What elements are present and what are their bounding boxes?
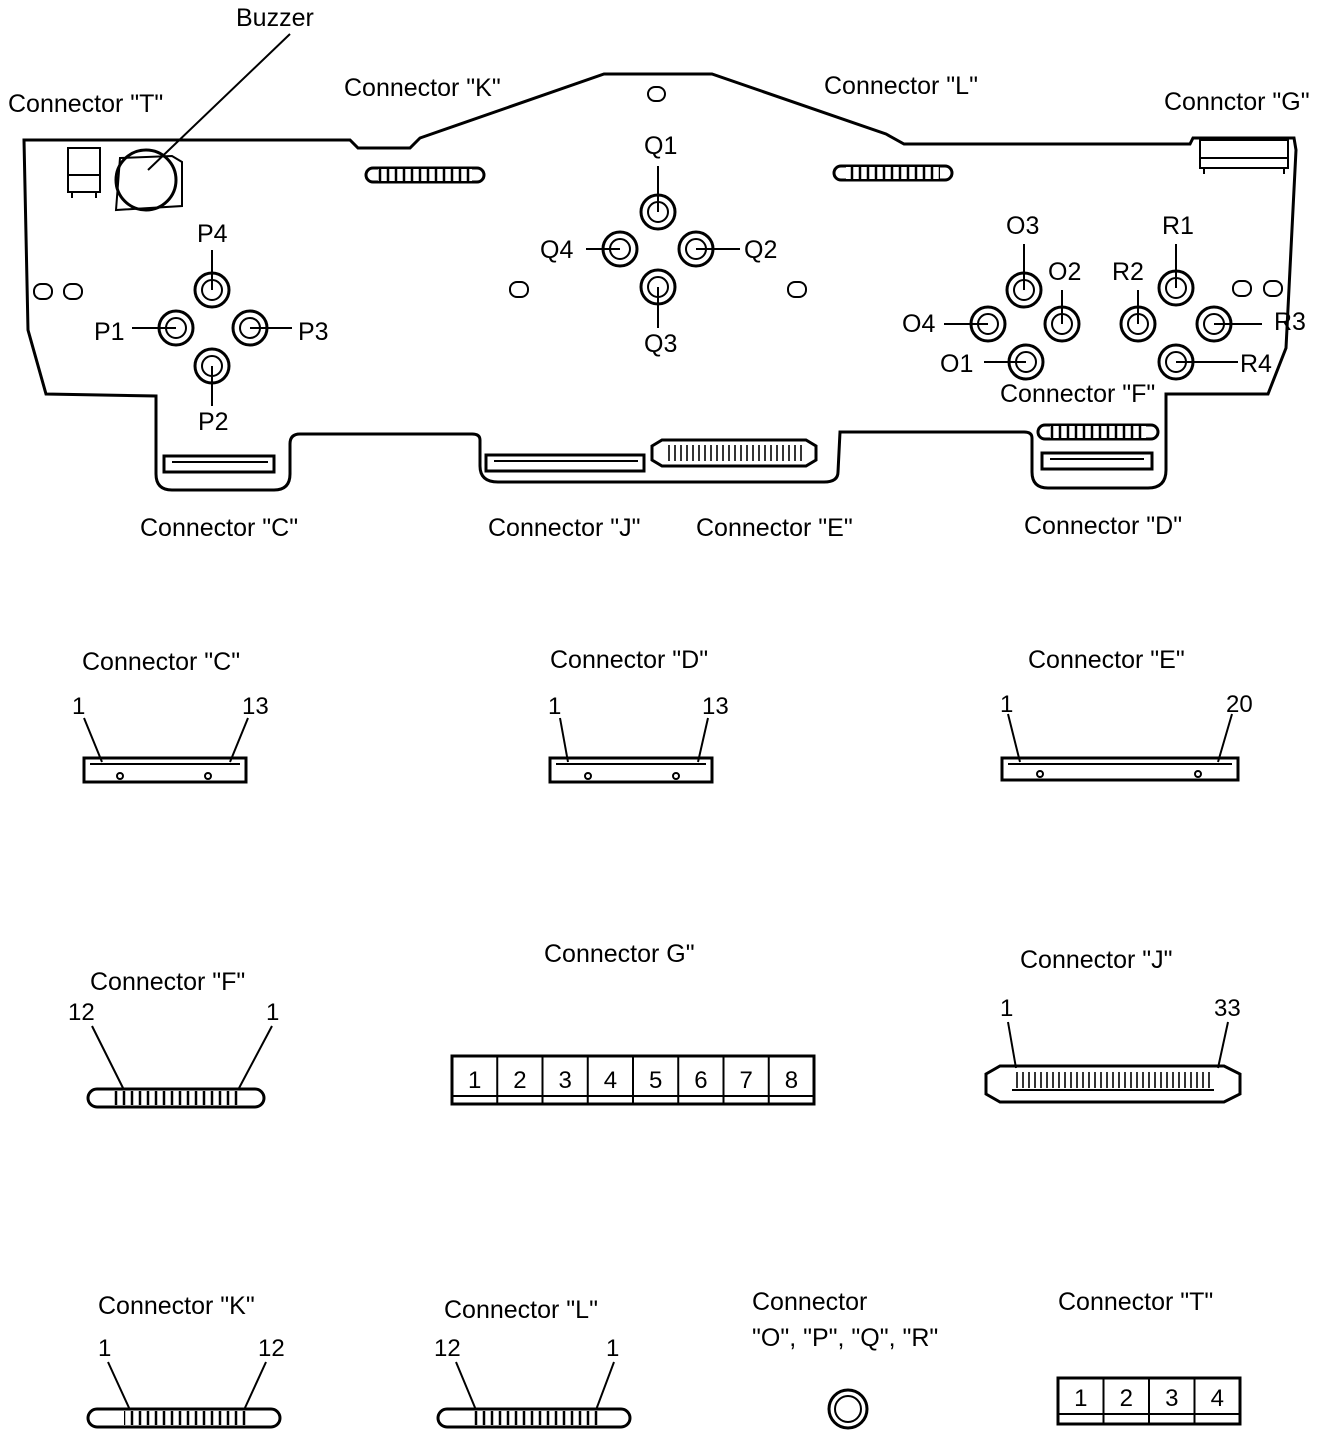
detail-connector-opqr: Connector "O", "P", "Q", "R": [752, 1288, 938, 1430]
label-buzzer: Buzzer: [236, 4, 314, 32]
label-pad-r2: R2: [1112, 258, 1144, 286]
detail-connector-c: Connector "C" 1 13: [72, 648, 269, 784]
board-connector-f: [1036, 423, 1160, 441]
detail-l-pin-left: 12: [434, 1335, 461, 1362]
detail-g-pin-4: 4: [604, 1067, 617, 1094]
board-connector-g: [1199, 139, 1289, 174]
detail-l-pin-right: 1: [606, 1335, 619, 1362]
detail-g-title: Connector G": [544, 940, 695, 968]
detail-j-pin-last: 33: [1214, 995, 1241, 1022]
pad-group-p: [132, 250, 292, 406]
detail-t-pin-1: 1: [1074, 1385, 1087, 1412]
detail-c-pin-last: 13: [242, 693, 269, 720]
detail-connector-f: Connector "F" 12 1: [68, 968, 279, 1109]
pad-group-q: [586, 166, 740, 328]
detail-f-pin-right: 1: [266, 999, 279, 1026]
label-connector-k: Connector "K": [344, 74, 501, 102]
label-pad-o3: O3: [1006, 212, 1039, 240]
detail-d-title: Connector "D": [550, 646, 708, 674]
detail-t-title: Connector "T": [1058, 1288, 1213, 1316]
board-connector-t: [67, 147, 101, 198]
board-connector-j: [484, 453, 646, 473]
label-connector-d: Connector "D": [1024, 512, 1182, 540]
detail-d-pin-last: 13: [702, 693, 729, 720]
board-connector-l: [832, 164, 954, 182]
label-pad-p4: P4: [197, 220, 228, 248]
detail-connector-g: Connector G" 1 2 3 4 5 6 7 8: [450, 940, 816, 1106]
detail-e-pin-last: 20: [1226, 691, 1253, 718]
detail-c-pin-first: 1: [72, 693, 85, 720]
detail-t-pin-3: 3: [1165, 1385, 1178, 1412]
label-pad-o1: O1: [940, 350, 973, 378]
detail-g-pin-cells: 1 2 3 4 5 6 7 8: [468, 1056, 798, 1104]
label-connector-f: Connector "F": [1000, 380, 1155, 408]
label-pad-p3: P3: [298, 318, 329, 346]
detail-e-title: Connector "E": [1028, 646, 1185, 674]
detail-g-pin-7: 7: [739, 1067, 752, 1094]
label-pad-q4: Q4: [540, 236, 573, 264]
detail-connector-j: Connector "J" 1 33: [984, 946, 1242, 1104]
detail-t-pin-2: 2: [1120, 1385, 1133, 1412]
detail-k-pin-left: 1: [98, 1335, 111, 1362]
label-connector-g: Connctor "G": [1164, 88, 1310, 116]
pad-group-r: [1119, 244, 1262, 381]
detail-k-pin-right: 12: [258, 1335, 285, 1362]
label-pad-p1: P1: [94, 318, 125, 346]
board-connector-d: [1040, 451, 1154, 471]
detail-opqr-title-line1: Connector: [752, 1288, 867, 1316]
label-pad-q1: Q1: [644, 132, 677, 160]
label-pad-p2: P2: [198, 408, 229, 436]
label-pad-q2: Q2: [744, 236, 777, 264]
label-pad-r3: R3: [1274, 308, 1306, 336]
board-connector-k: [364, 166, 486, 184]
detail-g-pin-1: 1: [468, 1067, 481, 1094]
detail-l-title: Connector "L": [444, 1296, 598, 1324]
pad-group-o: [944, 244, 1081, 381]
detail-opqr-title-line2: "O", "P", "Q", "R": [752, 1324, 938, 1352]
detail-t-pin-4: 4: [1211, 1385, 1224, 1412]
detail-g-pin-5: 5: [649, 1067, 662, 1094]
detail-c-title: Connector "C": [82, 648, 240, 676]
detail-connector-d: Connector "D" 1 13: [548, 646, 729, 784]
detail-k-title: Connector "K": [98, 1292, 255, 1320]
label-pad-r1: R1: [1162, 212, 1194, 240]
board-outline: [22, 72, 1298, 492]
detail-connector-k: Connector "K" 1 12: [86, 1292, 285, 1429]
detail-g-pin-2: 2: [513, 1067, 526, 1094]
detail-g-pin-6: 6: [694, 1067, 707, 1094]
buzzer-component: [114, 33, 291, 212]
detail-connector-l: Connector "L" 12 1: [434, 1296, 632, 1429]
label-connector-l: Connector "L": [824, 72, 978, 100]
detail-g-pin-8: 8: [785, 1067, 798, 1094]
detail-f-title: Connector "F": [90, 968, 245, 996]
label-connector-t: Connector "T": [8, 90, 163, 118]
label-pad-q3: Q3: [644, 330, 677, 358]
label-connector-e: Connector "E": [696, 514, 853, 542]
detail-f-pin-left: 12: [68, 999, 95, 1026]
detail-d-pin-first: 1: [548, 693, 561, 720]
label-pad-o2: O2: [1048, 258, 1081, 286]
detail-connector-e: Connector "E" 1 20: [1000, 646, 1253, 782]
detail-g-pin-3: 3: [558, 1067, 571, 1094]
label-pad-r4: R4: [1240, 350, 1272, 378]
board-connector-e: [650, 438, 818, 468]
circuit-board: Buzzer Connector "T" Connector "K" Conne…: [8, 4, 1310, 542]
detail-j-title: Connector "J": [1020, 946, 1173, 974]
board-connector-c: [162, 454, 276, 474]
detail-t-pin-cells: 1 2 3 4: [1074, 1378, 1224, 1424]
label-connector-j: Connector "J": [488, 514, 641, 542]
detail-connector-t: Connector "T" 1 2 3 4: [1056, 1288, 1242, 1426]
label-connector-c: Connector "C": [140, 514, 298, 542]
detail-j-pin-first: 1: [1000, 995, 1013, 1022]
label-pad-o4: O4: [902, 310, 935, 338]
detail-e-pin-first: 1: [1000, 691, 1013, 718]
mounting-holes: [33, 86, 1283, 300]
